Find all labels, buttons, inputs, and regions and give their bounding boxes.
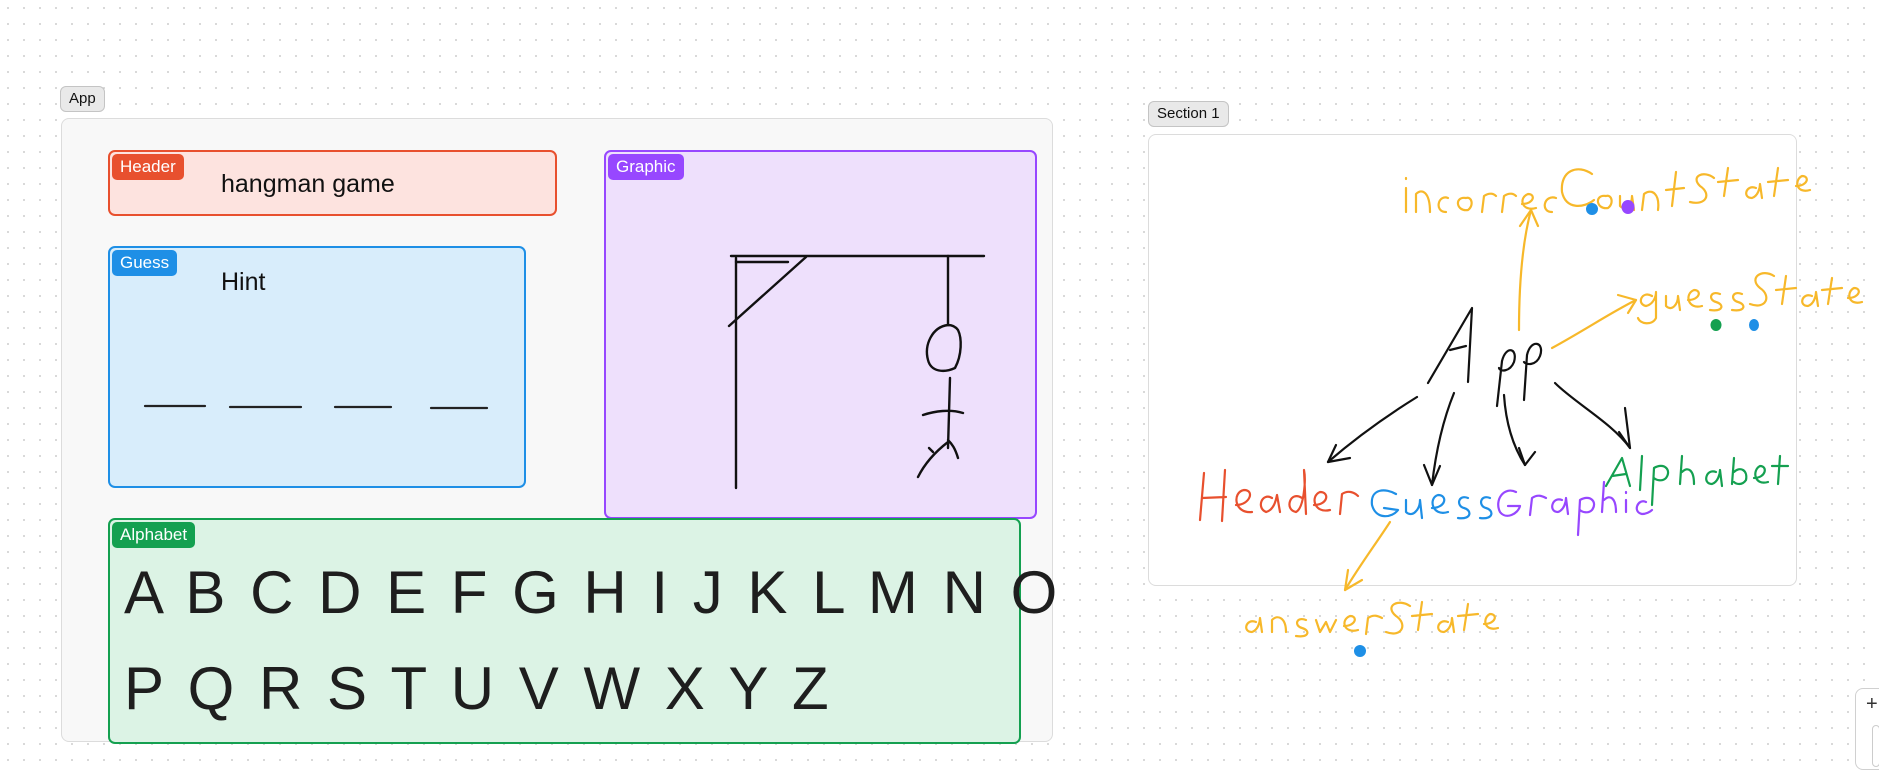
- figure-leg-right: [946, 438, 960, 460]
- header-box[interactable]: Header hangman game: [108, 150, 557, 216]
- dot-guess-guess: [1749, 319, 1759, 331]
- graphic-handwritten-label: [1497, 480, 1654, 537]
- letter-blanks: [143, 404, 489, 410]
- graphic-tag: Graphic: [608, 154, 684, 180]
- figure-leg-left: [916, 440, 950, 479]
- section1-tag[interactable]: Section 1: [1148, 101, 1229, 127]
- arrow-to-header-head: [1326, 443, 1352, 464]
- header-title: hangman game: [221, 170, 395, 198]
- state-labels-handwritten: [1245, 166, 1864, 638]
- figure-body: [946, 376, 952, 450]
- figure-tick: [927, 446, 935, 454]
- arrow-incorrectcountstate: [1517, 208, 1533, 332]
- arrow-to-header: [1326, 395, 1419, 464]
- arrow-answerstate-head: [1343, 568, 1364, 592]
- header-tag: Header: [112, 154, 184, 180]
- alphabet-row-1: A B C D E F G H I J K L M N O: [124, 559, 1060, 626]
- arrow-to-alphabet-head: [1617, 406, 1632, 450]
- arrow-incorrectcountstate-head: [1518, 208, 1540, 228]
- dot-answer-guess: [1354, 645, 1366, 657]
- arrow-to-guess: [1430, 391, 1456, 487]
- alphabet-row-2: P Q R S T U V W X Y Z: [124, 655, 831, 722]
- figure-head: [925, 323, 962, 373]
- arrow-to-graphic-head: [1517, 446, 1537, 467]
- app-handwritten-label: [1326, 306, 1632, 487]
- gallows-brace: [727, 255, 808, 328]
- zoom-slider[interactable]: [1872, 725, 1879, 767]
- answerstate-handwritten: [1245, 600, 1500, 638]
- arrow-to-guess-head: [1422, 463, 1442, 487]
- guess-handwritten-label: [1370, 489, 1493, 520]
- app-letter-p1: [1495, 349, 1516, 408]
- arrow-guessstate: [1550, 298, 1638, 350]
- guess-box[interactable]: Guess Hint: [108, 246, 526, 488]
- app-letter-a: [1426, 306, 1474, 385]
- alphabet-box[interactable]: Alphabet A B C D E F G H I J K L M N O P…: [108, 518, 1057, 744]
- dot-incorrect-guess: [1586, 203, 1598, 215]
- app-letter-p2: [1522, 342, 1543, 402]
- alphabet-handwritten-label: [1604, 454, 1790, 507]
- guessstate-handwritten: [1636, 272, 1864, 325]
- hangman-drawing: [727, 254, 986, 490]
- dot-incorrect-graphic: [1621, 200, 1635, 214]
- hint-text: Hint: [221, 268, 266, 296]
- header-handwritten-label: [1198, 468, 1360, 523]
- alphabet-tag: Alphabet: [112, 522, 196, 548]
- dot-guess-alphabet: [1710, 319, 1722, 331]
- section1-frame[interactable]: [1148, 134, 1797, 586]
- state-arrows: [1343, 208, 1638, 592]
- app-letter-a-bar: [1448, 344, 1468, 352]
- zoom-control[interactable]: +: [1855, 688, 1879, 770]
- arrow-to-alphabet: [1553, 381, 1632, 450]
- zoom-in-icon[interactable]: +: [1866, 693, 1878, 715]
- app-frame-tag[interactable]: App: [60, 86, 105, 112]
- graphic-box[interactable]: Graphic: [604, 150, 1037, 519]
- incorrectcountstate-handwritten: [1404, 166, 1812, 214]
- component-tree-sketch: [1198, 166, 1864, 638]
- state-dots: [1354, 200, 1759, 657]
- arrow-answerstate: [1343, 520, 1392, 592]
- arrow-guessstate-head: [1616, 293, 1638, 315]
- figure-arms: [921, 409, 965, 417]
- guess-tag: Guess: [112, 250, 178, 276]
- arrow-to-graphic: [1502, 393, 1527, 467]
